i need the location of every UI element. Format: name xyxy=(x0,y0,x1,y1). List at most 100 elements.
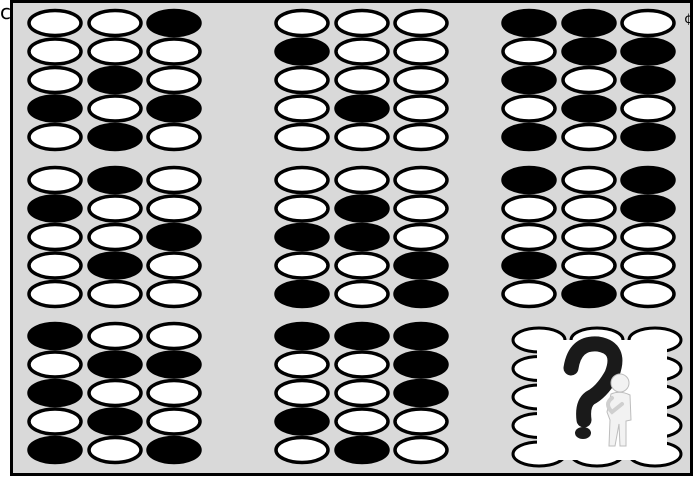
empty-bubble xyxy=(276,125,328,150)
filled-bubble xyxy=(622,196,674,221)
figure-head xyxy=(611,374,629,392)
filled-bubble xyxy=(563,39,615,64)
empty-bubble xyxy=(276,438,328,463)
filled-bubble xyxy=(503,253,555,278)
filled-bubble xyxy=(336,438,388,463)
empty-bubble xyxy=(395,11,447,36)
empty-bubble xyxy=(29,253,81,278)
empty-bubble xyxy=(395,96,447,121)
filled-bubble xyxy=(336,96,388,121)
empty-bubble xyxy=(276,68,328,93)
empty-bubble xyxy=(29,352,81,377)
empty-bubble xyxy=(29,409,81,434)
filled-bubble xyxy=(563,96,615,121)
panel-r3-c1 xyxy=(29,324,200,463)
empty-bubble xyxy=(276,196,328,221)
filled-bubble xyxy=(29,324,81,349)
panel-r3-c2 xyxy=(276,324,447,463)
empty-bubble xyxy=(622,282,674,307)
empty-bubble xyxy=(29,282,81,307)
empty-bubble xyxy=(148,381,200,406)
empty-bubble xyxy=(29,168,81,193)
empty-bubble xyxy=(29,125,81,150)
filled-bubble xyxy=(336,324,388,349)
filled-bubble xyxy=(148,352,200,377)
question-mark-dot xyxy=(575,427,591,439)
filled-bubble xyxy=(148,11,200,36)
filled-bubble xyxy=(89,352,141,377)
filled-bubble xyxy=(276,39,328,64)
empty-bubble xyxy=(148,324,200,349)
filled-bubble xyxy=(276,282,328,307)
filled-bubble xyxy=(336,225,388,250)
filled-bubble xyxy=(89,253,141,278)
empty-bubble xyxy=(395,225,447,250)
missing-panel-box xyxy=(537,340,667,460)
empty-bubble xyxy=(89,225,141,250)
filled-bubble xyxy=(503,11,555,36)
empty-bubble xyxy=(276,253,328,278)
empty-bubble xyxy=(503,225,555,250)
empty-bubble xyxy=(563,168,615,193)
empty-bubble xyxy=(276,11,328,36)
filled-bubble xyxy=(89,68,141,93)
panel-r1-c1 xyxy=(29,11,200,150)
empty-bubble xyxy=(276,352,328,377)
filled-bubble xyxy=(503,125,555,150)
empty-bubble xyxy=(395,68,447,93)
filled-bubble xyxy=(622,39,674,64)
filled-bubble xyxy=(148,438,200,463)
filled-bubble xyxy=(395,253,447,278)
filled-bubble xyxy=(29,438,81,463)
panel-r1-c2 xyxy=(276,11,447,150)
empty-bubble xyxy=(29,68,81,93)
empty-bubble xyxy=(336,409,388,434)
empty-bubble xyxy=(503,196,555,221)
filled-bubble xyxy=(276,409,328,434)
filled-bubble xyxy=(503,168,555,193)
empty-bubble xyxy=(563,68,615,93)
filled-bubble xyxy=(622,168,674,193)
empty-bubble xyxy=(89,96,141,121)
filled-bubble xyxy=(395,282,447,307)
empty-bubble xyxy=(148,196,200,221)
empty-bubble xyxy=(563,225,615,250)
empty-bubble xyxy=(563,125,615,150)
panel-r2-c3 xyxy=(503,168,674,307)
panel-r3-c3 xyxy=(513,328,681,466)
empty-bubble xyxy=(89,11,141,36)
empty-bubble xyxy=(29,39,81,64)
empty-bubble xyxy=(395,409,447,434)
filled-bubble xyxy=(563,11,615,36)
empty-bubble xyxy=(395,125,447,150)
empty-bubble xyxy=(336,68,388,93)
empty-bubble xyxy=(395,438,447,463)
filled-bubble xyxy=(29,196,81,221)
empty-bubble xyxy=(622,11,674,36)
empty-bubble xyxy=(89,39,141,64)
empty-bubble xyxy=(148,282,200,307)
empty-bubble xyxy=(89,438,141,463)
empty-bubble xyxy=(503,282,555,307)
empty-bubble xyxy=(336,381,388,406)
empty-bubble xyxy=(336,39,388,64)
empty-bubble xyxy=(622,225,674,250)
empty-bubble xyxy=(503,96,555,121)
empty-bubble xyxy=(148,253,200,278)
filled-bubble xyxy=(395,381,447,406)
empty-bubble xyxy=(148,168,200,193)
filled-bubble xyxy=(89,125,141,150)
filled-bubble xyxy=(503,68,555,93)
panel-r2-c2 xyxy=(276,168,447,307)
empty-bubble xyxy=(563,196,615,221)
empty-bubble xyxy=(622,96,674,121)
filled-bubble xyxy=(29,381,81,406)
empty-bubble xyxy=(29,11,81,36)
empty-bubble xyxy=(336,282,388,307)
empty-bubble xyxy=(336,253,388,278)
filled-bubble xyxy=(89,409,141,434)
empty-bubble xyxy=(336,168,388,193)
filled-bubble xyxy=(622,125,674,150)
filled-bubble xyxy=(148,96,200,121)
